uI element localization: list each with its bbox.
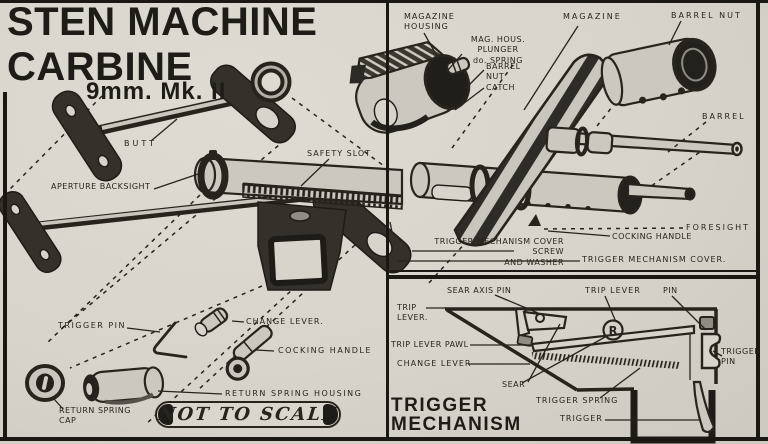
label-barrel-nut: BARREL NUT <box>671 11 742 20</box>
change-lever-part <box>194 307 229 337</box>
label-trip-lever-pawl: TRIP LEVER PAWL <box>391 340 469 349</box>
label-sear: SEAR <box>502 380 526 389</box>
label-mag-hous-plunger: MAG. HOUS. PLUNGER do. SPRING <box>470 35 526 65</box>
label-barrel-nut-catch: BARREL NUT CATCH <box>486 62 521 92</box>
title-line2: CARBINE <box>7 45 193 89</box>
label-leader-lines <box>53 20 707 410</box>
frame-left <box>3 92 7 441</box>
label-change-lever-inset: CHANGE LEVER <box>397 359 472 368</box>
barrel-part <box>545 126 743 157</box>
frame-divider-horizontal <box>386 275 756 279</box>
cocking-handle-part <box>225 324 273 381</box>
not-to-scale-banner: NOT TO SCALE <box>155 401 341 428</box>
frame-top <box>0 0 768 3</box>
return-spring-housing-part <box>83 366 165 405</box>
r-symbol: R <box>609 324 618 338</box>
label-trigger-pin-right: TRIGGER PIN <box>721 347 761 367</box>
butt-upper-part <box>51 61 296 182</box>
label-trip-lever-left: TRIP LEVER. <box>397 303 428 323</box>
label-trip-lever-top: TRIP LEVER <box>585 286 641 295</box>
label-trigger-pin: TRIGGER PIN <box>58 321 127 330</box>
label-return-spring-housing: RETURN SPRING HOUSING <box>225 389 363 398</box>
label-aperture-backsight: APERTURE BACKSIGHT <box>51 182 151 191</box>
r-symbol-circle <box>602 319 624 341</box>
trigger-pin-part <box>152 321 188 359</box>
label-foresight: FORESIGHT <box>686 223 751 232</box>
label-cocking-handle-2: COCKING HANDLE <box>278 346 372 355</box>
label-sear-axis-pin: SEAR AXIS PIN <box>447 286 512 295</box>
return-spring-cap-part <box>25 364 65 402</box>
label-pin: PIN <box>663 286 678 295</box>
label-trigger: TRIGGER <box>560 414 603 423</box>
label-change-lever: CHANGE LEVER. <box>246 317 324 326</box>
frame-bottom <box>0 437 768 441</box>
label-trigger-spring: TRIGGER SPRING <box>536 396 619 405</box>
inset-title: TRIGGER MECHANISM <box>391 395 522 436</box>
frame-right <box>756 0 760 441</box>
label-return-spring-cap: RETURN SPRING CAP <box>59 406 131 426</box>
label-barrel: BARREL <box>702 112 746 121</box>
label-magazine: MAGAZINE <box>563 12 622 21</box>
frame-divider-vertical <box>386 3 389 437</box>
title-line1: STEN MACHINE <box>7 0 318 44</box>
barrel-nut-part <box>600 37 717 107</box>
label-safety-slot: SAFETY SLOT <box>307 149 372 158</box>
frame-divider-horizontal-thin <box>390 270 756 272</box>
not-to-scale-text: NOT TO SCALE <box>157 404 339 425</box>
label-trigger-mech-cover: TRIGGER MECHANISM COVER. <box>582 255 727 264</box>
foresight-blade <box>528 214 541 226</box>
label-magazine-housing: MAGAZINE HOUSING <box>404 12 455 32</box>
trigger-mechanism-diagram: R <box>426 294 723 444</box>
label-butt: BUTT <box>124 139 157 148</box>
label-cocking-handle: COCKING HANDLE <box>612 232 692 241</box>
label-trigger-mech-cover-screw: TRIGGER MECHANISM COVER SCREW AND WASHER <box>434 237 564 267</box>
receiver-front-part <box>409 161 696 226</box>
page-subtitle: 9mm. Mk. II <box>86 78 227 105</box>
page-title: STEN MACHINE CARBINE <box>7 0 317 90</box>
receiver-rear-part <box>193 150 404 291</box>
